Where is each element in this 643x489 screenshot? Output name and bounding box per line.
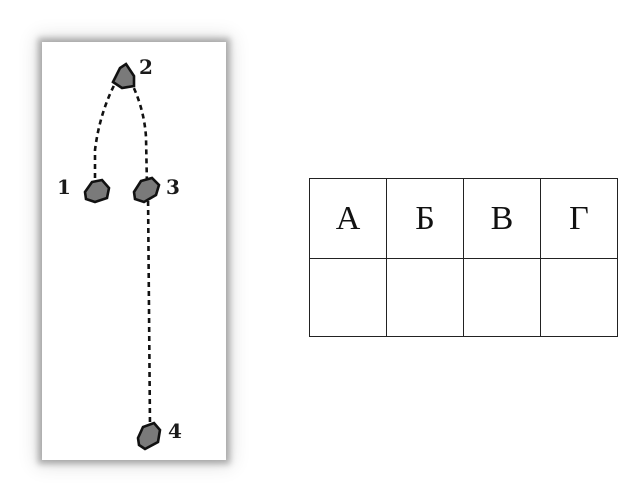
answer-header-a: А <box>309 178 387 259</box>
answer-cell-g[interactable] <box>540 258 618 337</box>
trajectory-svg: 2 1 3 4 <box>57 55 182 451</box>
answer-cell-v[interactable] <box>463 258 541 337</box>
stone-1 <box>83 178 111 204</box>
stone-label-2: 2 <box>139 55 153 79</box>
answer-header-b: Б <box>386 178 464 259</box>
answer-cell-b[interactable] <box>386 258 464 337</box>
stone-label-3: 3 <box>166 175 180 199</box>
stone-label-1: 1 <box>57 175 71 199</box>
stone-2 <box>111 62 136 90</box>
stone-4 <box>136 421 162 451</box>
trajectory-2-to-3 <box>128 79 149 188</box>
stone-3 <box>132 176 161 204</box>
stone-label-4: 4 <box>168 419 182 443</box>
answer-header-g: Г <box>540 178 618 259</box>
answer-table-answer-row <box>309 258 618 337</box>
trajectory-1-to-2 <box>93 77 120 187</box>
answer-table-header-row: А Б В Г <box>309 178 618 259</box>
trajectory-diagram: 2 1 3 4 <box>42 42 226 460</box>
answer-header-v: В <box>463 178 541 259</box>
trajectory-3-to-4 <box>146 191 152 428</box>
answer-table: А Б В Г <box>309 178 618 337</box>
answer-cell-a[interactable] <box>309 258 387 337</box>
